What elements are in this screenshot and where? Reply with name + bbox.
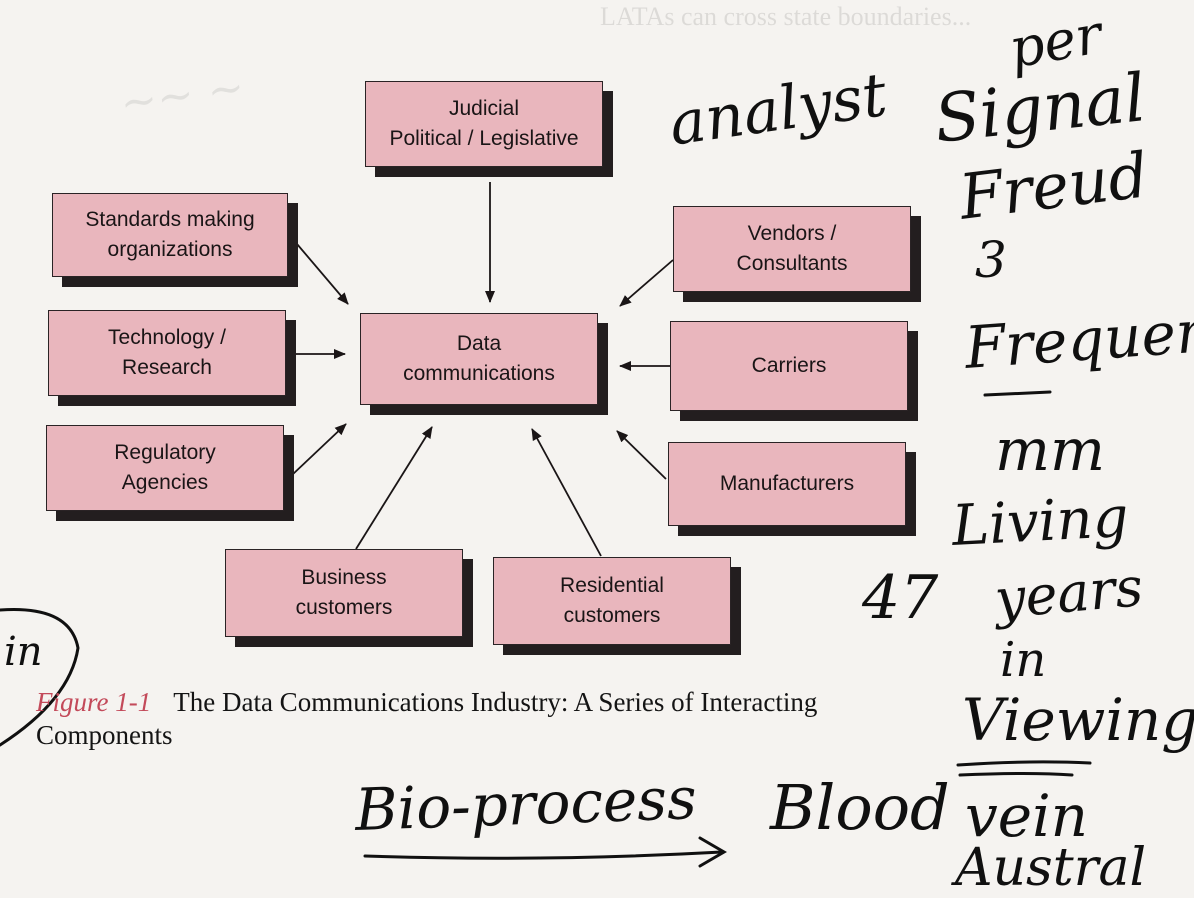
handwritten-circle-left <box>0 607 80 747</box>
arrow-business <box>355 426 433 550</box>
arrow-regulatory <box>291 423 347 476</box>
handwriting-bio-process: Bio-process <box>353 764 698 844</box>
node-regulatory-label: Regulatory Agencies <box>114 441 216 494</box>
node-technology: Technology / Research <box>48 310 286 396</box>
node-judicial: Judicial Political / Legislative <box>365 81 603 167</box>
handwriting-years: years <box>992 555 1146 631</box>
node-judicial-label: Judicial Political / Legislative <box>389 97 579 150</box>
show-through-print: LATAs can cross state boundaries... <box>600 2 972 31</box>
handwriting-australia: Austral <box>955 838 1147 898</box>
node-vendors-label: Vendors / Consultants <box>736 222 848 275</box>
node-business: Business customers <box>225 549 463 637</box>
node-vendors: Vendors / Consultants <box>673 206 911 292</box>
handwriting-mm: mm <box>995 416 1105 484</box>
node-regulatory: Regulatory Agencies <box>46 425 284 511</box>
handwritten-underline-viewing <box>956 760 1092 767</box>
node-technology-label: Technology / Research <box>108 326 226 379</box>
handwriting-blood: Blood <box>770 771 950 844</box>
node-residential-label: Residential customers <box>560 574 664 627</box>
arrow-manufacturers <box>616 430 667 480</box>
handwriting-left-fragment: in <box>4 629 43 675</box>
node-carriers-label: Carriers <box>751 354 827 377</box>
handwriting-signal: Signal <box>930 59 1150 158</box>
handwritten-equals-mark <box>983 390 1052 397</box>
handwriting-living: Living <box>950 484 1130 559</box>
handwriting-three: 3 <box>975 231 1007 289</box>
node-business-label: Business customers <box>295 566 393 619</box>
handwriting-viewing: Viewing <box>962 686 1194 754</box>
node-standards: Standards making organizations <box>52 193 288 277</box>
node-manufacturers: Manufacturers <box>668 442 906 526</box>
handwritten-underline-viewing-2 <box>958 772 1074 777</box>
node-center-data-communications: Data communications <box>360 313 598 405</box>
handwriting-47: 47 <box>862 563 939 633</box>
figure-caption-text: The Data Communications Industry: A Seri… <box>36 687 818 750</box>
arrow-vendors <box>619 259 674 307</box>
handwritten-underline-arrow <box>363 836 727 868</box>
node-carriers: Carriers <box>670 321 908 411</box>
node-manufacturers-label: Manufacturers <box>719 472 855 495</box>
node-standards-label: Standards making organizations <box>85 208 255 261</box>
node-residential: Residential customers <box>493 557 731 645</box>
arrow-residential <box>531 428 602 557</box>
arrow-standards <box>296 243 349 305</box>
node-center-label: Data communications <box>403 332 555 385</box>
handwriting-in: in <box>1000 632 1047 688</box>
handwriting-vein: vein <box>965 782 1088 850</box>
figure-number: Figure 1-1 <box>36 687 152 717</box>
